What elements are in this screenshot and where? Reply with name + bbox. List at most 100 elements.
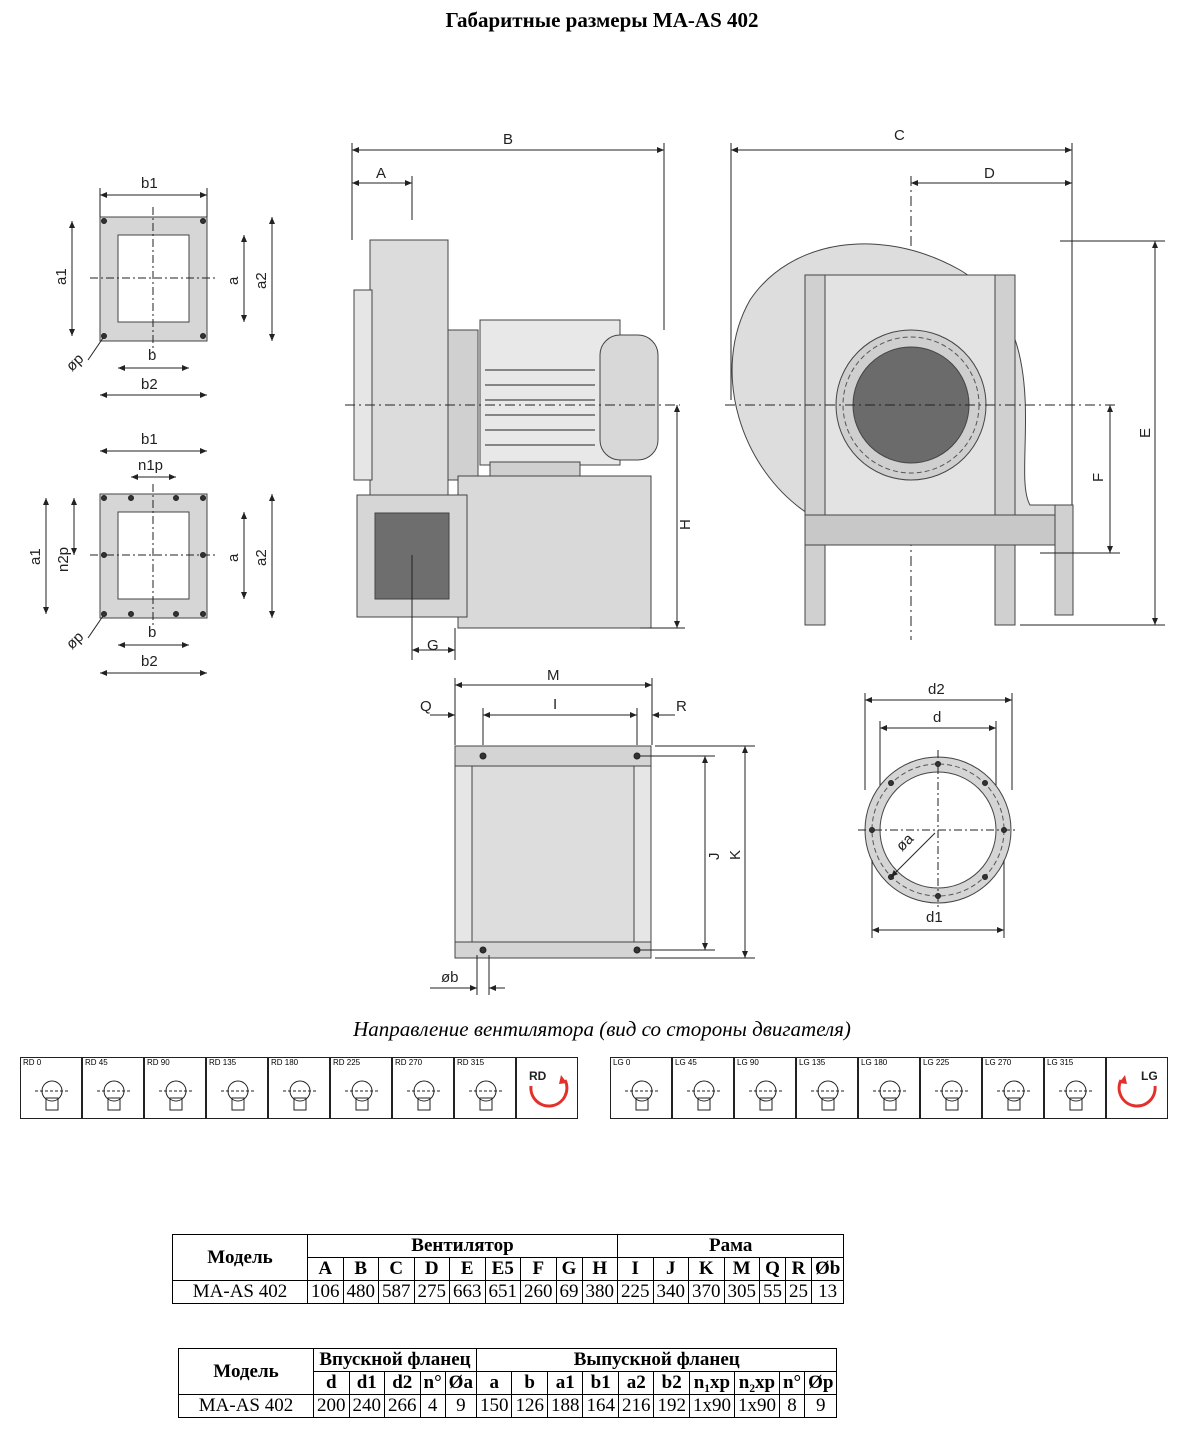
dim-label-b2-2: b2 [141, 653, 158, 670]
column-header: J [652, 1257, 689, 1281]
column-header: E [449, 1257, 486, 1281]
dim-label-I: I [553, 696, 557, 713]
table-cell: 1x90 [733, 1394, 780, 1418]
fan-group-header: Вентилятор [307, 1234, 618, 1258]
dim-label-E: E [1137, 428, 1154, 438]
rotation-lg-315-icon: LG 315 [1044, 1057, 1106, 1119]
dim-label-J: J [706, 853, 723, 861]
dim-label-b-2: b [148, 624, 156, 641]
dim-label-H: H [677, 519, 694, 530]
rotation-lg-180-icon: LG 180 [858, 1057, 920, 1119]
flange-dimensions-table: Модель Впускной фланец Выпускной фланец … [178, 1348, 838, 1418]
rotation-lg-symbol-icon: LG [1106, 1057, 1168, 1119]
table-cell: 260 [520, 1280, 557, 1304]
rotation-label: RD 135 [209, 1058, 237, 1067]
column-header: b2 [653, 1371, 690, 1395]
rotation-label: RD 270 [395, 1058, 423, 1067]
dim-label-F: F [1090, 473, 1107, 482]
table-cell: 25 [785, 1280, 812, 1304]
fan-frame-dimensions-table: Модель Вентилятор Рама A B C D E E5 F G … [172, 1234, 845, 1304]
rotation-rd-symbol-icon: RD [516, 1057, 578, 1119]
rotation-lg-0-icon: LG 0 [610, 1057, 672, 1119]
dim-label-ob: øb [441, 969, 459, 986]
column-header: a1 [546, 1371, 584, 1395]
table-cell: 275 [413, 1280, 450, 1304]
table-cell: MA-AS 402 [178, 1394, 314, 1418]
outlet-group-header: Выпускной фланец [475, 1348, 838, 1372]
rotation-rd-strip: RD 0 RD 45 RD 90 RD 135 RD 180 RD 225 RD… [20, 1057, 578, 1119]
dim-label-d2: d2 [928, 681, 945, 698]
rotation-label: LG 135 [799, 1058, 826, 1067]
table-cell: 587 [378, 1280, 415, 1304]
column-header: d2 [384, 1371, 421, 1395]
rotation-label: LG 90 [737, 1058, 759, 1067]
table-cell: 1x90 [688, 1394, 735, 1418]
fan-front-view [725, 143, 1165, 640]
column-header: K [688, 1257, 725, 1281]
dim-label-a2: a2 [253, 272, 270, 289]
table-cell: 69 [555, 1280, 583, 1304]
dim-label-a: a [225, 276, 242, 285]
table-cell: 340 [652, 1280, 689, 1304]
table-cell: 126 [511, 1394, 548, 1418]
table-cell: 305 [723, 1280, 760, 1304]
rotation-label: LG 270 [985, 1058, 1012, 1067]
dim-label-A: A [376, 165, 386, 182]
rotation-label: RD 90 [147, 1058, 170, 1067]
dim-label-op: øp [63, 350, 87, 374]
rotation-rd-45-icon: RD 45 [82, 1057, 144, 1119]
table-cell: 4 [419, 1394, 446, 1418]
rotation-label: LG 0 [613, 1058, 631, 1067]
rotation-label: RD 225 [333, 1058, 361, 1067]
rotation-rd-135-icon: RD 135 [206, 1057, 268, 1119]
column-header: Øp [804, 1371, 838, 1395]
table-cell: 225 [617, 1280, 654, 1304]
dim-label-a2-2: a2 [253, 549, 270, 566]
table-cell: 200 [313, 1394, 350, 1418]
frame-top-view [430, 678, 755, 995]
rotation-rd-0-icon: RD 0 [20, 1057, 82, 1119]
column-header: d [313, 1371, 350, 1395]
rotation-lg-90-icon: LG 90 [734, 1057, 796, 1119]
column-header: n₂xp [733, 1371, 780, 1395]
column-header: a2 [617, 1371, 655, 1395]
column-header: H [581, 1257, 618, 1281]
dim-label-n2p: n2p [55, 547, 72, 572]
column-header: n₁xp [688, 1371, 735, 1395]
dim-label-b1: b1 [141, 175, 158, 192]
column-header: F [520, 1257, 557, 1281]
fan-side-view [345, 143, 685, 660]
column-header: R [785, 1257, 812, 1281]
rotation-label: LG 45 [675, 1058, 697, 1067]
column-header: I [617, 1257, 654, 1281]
column-header: E5 [484, 1257, 521, 1281]
dim-label-a1: a1 [53, 268, 70, 285]
table-cell: 150 [475, 1394, 513, 1418]
rotation-label: RD 0 [23, 1058, 42, 1067]
dim-label-K: K [727, 850, 744, 860]
dim-label-b1-2: b1 [141, 431, 158, 448]
rotation-direction-caption: Направление вентилятора (вид со стороны … [353, 1017, 851, 1041]
column-header: M [723, 1257, 760, 1281]
dim-label-b: b [148, 347, 156, 364]
dim-label-n1p: n1p [138, 457, 163, 474]
dim-label-Q: Q [420, 698, 432, 715]
dim-label-B: B [503, 131, 513, 148]
dim-label-b2: b2 [141, 376, 158, 393]
dim-label-d1: d1 [926, 909, 943, 926]
dim-label-M: M [547, 667, 560, 684]
rotation-label: RD 45 [85, 1058, 108, 1067]
dim-label-op-2: øp [63, 628, 87, 652]
rotation-lg-225-icon: LG 225 [920, 1057, 982, 1119]
table-cell: 164 [582, 1394, 619, 1418]
table-cell: 480 [342, 1280, 379, 1304]
table-cell: MA-AS 402 [172, 1280, 308, 1304]
table-cell: 216 [617, 1394, 655, 1418]
column-header: G [555, 1257, 583, 1281]
dim-label-R: R [676, 698, 687, 715]
table-cell: 13 [810, 1280, 845, 1304]
column-header: n° [419, 1371, 446, 1395]
table-cell: 266 [384, 1394, 421, 1418]
dimension-drawing: b1 a1 a a2 b b2 øp b1 n1p a1 n2p a a2 b … [27, 127, 1165, 995]
rotation-lg-270-icon: LG 270 [982, 1057, 1044, 1119]
